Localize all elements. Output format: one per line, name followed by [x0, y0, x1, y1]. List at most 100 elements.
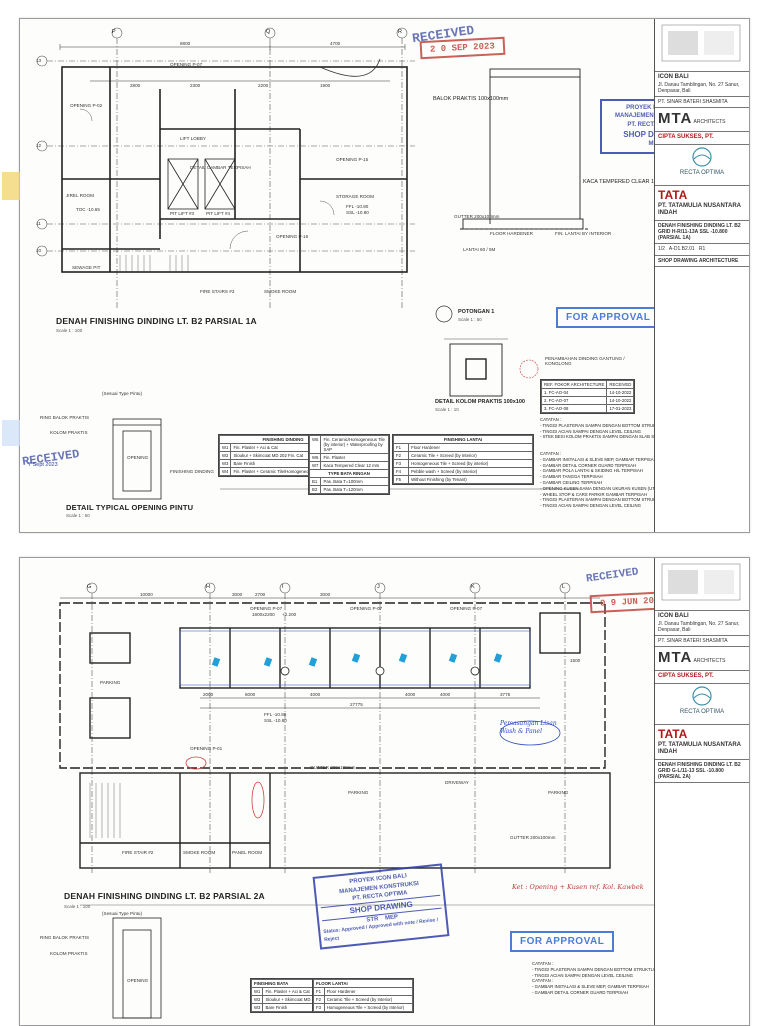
- mta-logo: MTA: [658, 649, 693, 667]
- structural-cell: CIPTA SUKSES, PT.: [655, 671, 749, 684]
- legend-code: F1: [392, 443, 410, 452]
- key-plan: [655, 19, 749, 72]
- stamp-str: STR: [366, 916, 379, 924]
- drawing-title: DENAH FINISHING DINDING LT. B2 PARSIAL 1…: [56, 316, 257, 326]
- project-address: Jl. Danau Tamblingan, No. 27 Sanur, Denp…: [658, 81, 740, 94]
- owner-cell: PT. SINAR BATERI SHASMITA: [655, 97, 749, 109]
- contractor-cell: TATA PT. TATAMULIA NUSANTARA INDAH: [655, 725, 749, 760]
- project-name: ICON BALI: [658, 613, 689, 619]
- dimension-label: 4000: [440, 692, 451, 697]
- dimension-label: 27775: [350, 702, 363, 707]
- room-label: FIRE STAIR #2: [122, 850, 154, 855]
- note-line: - GAMBAR DETAIL CORNER GUARD TERPISAH: [540, 462, 637, 468]
- project-name: ICON BALI: [658, 74, 689, 80]
- elevation-label: FFL -10.80: [346, 204, 369, 209]
- shop-drawing-stamp: PROYEK ICON BALI MANAJEMEN KONSTRUKSI PT…: [312, 863, 450, 950]
- dimension-label: 2800: [130, 83, 141, 88]
- legend-code: F4: [392, 467, 410, 476]
- section-note: GUTTER 200x100mm: [454, 214, 500, 219]
- opening-label: OPENING P-01: [190, 746, 223, 751]
- note-line: - GAMBAR INSTALASI & SLEVE MEP, GAMBAR T…: [540, 456, 657, 462]
- mta-sub: ARCHITECTS: [693, 119, 726, 126]
- contractor-cell: TATA PT. TATAMULIA NUSANTARA INDAH: [655, 186, 749, 221]
- grid-label-r: R: [398, 29, 402, 35]
- room-label: PARKING: [348, 790, 369, 795]
- elevation-label: TOC -10.65: [76, 207, 100, 212]
- section-note: KACA TEMPERED CLEAR 12mm: [583, 179, 667, 185]
- dimension-label: 2300: [190, 83, 201, 88]
- legend-code: F1: [313, 987, 325, 996]
- legend-code: W6: [308, 453, 322, 462]
- title-block: ICON BALI Jl. Danau Tamblingan, No. 27 S…: [654, 19, 749, 532]
- legend-code: F3: [313, 1003, 325, 1012]
- ref-cell: 3. FC-AO-08: [540, 404, 608, 413]
- opening-label: OPENING P-07: [350, 606, 383, 611]
- legend-desc: Pebble wash + Screed (by Interior): [408, 467, 533, 476]
- legend-desc: Kaca Tempered Clear 12 mm: [320, 461, 389, 470]
- grid-label-l: L: [562, 584, 566, 590]
- ref-cell: 17-01-2023: [606, 404, 635, 413]
- tata-logo: TATA: [658, 187, 688, 202]
- room-label: SEWAGE PIT: [72, 265, 101, 270]
- notes-block-b: CATATAN : - GAMBAR INSTALASI & SLEVE MEP…: [540, 451, 665, 509]
- grid-label-q: Q: [266, 29, 271, 35]
- column-detail-title: DETAIL KOLOM PRAKTIS 100x100: [435, 399, 525, 405]
- tata-logo: TATA: [658, 726, 688, 741]
- legend-code: F5: [392, 475, 410, 484]
- dimension-label: 1500: [570, 658, 581, 663]
- legend-desc: Fin. Ceramic/Homogeneous Tile (by interi…: [320, 435, 389, 454]
- note-line: CATATAN :: [532, 978, 554, 984]
- grid-label-i: I: [282, 584, 284, 590]
- note-line: - TINGGI ACIAN SAMPAI DENGAN LEVEL CEILI…: [540, 503, 641, 509]
- legend-code: W5: [308, 435, 322, 454]
- project-address: Jl. Danau Tamblingan, No. 27 Sanur, Denp…: [658, 620, 740, 633]
- opening-detail-label: RING BALOK PRAKTIS: [40, 935, 90, 940]
- note-line: - TINGGI ACIAN SAMPAI DENGAN LEVEL CEILI…: [540, 428, 641, 434]
- elevation-label: SSL -10.80: [264, 718, 287, 723]
- legend-header: FLOOR LANTAI: [313, 979, 413, 988]
- legend-code: B2: [308, 485, 322, 494]
- opening-dims: +2.200: [282, 612, 297, 617]
- room-label: PANEL ROOM: [232, 850, 263, 855]
- opening-detail-label: FINISHING DINDING: [170, 469, 214, 474]
- handwritten-red-note: Ket : Opening + Kusen ref. Kol. Kawbek: [512, 883, 644, 891]
- elevation-label: SSL -10.80: [346, 210, 369, 215]
- key-plan: [655, 558, 749, 611]
- note-line: - GAMBAR INSTALASI & SLEVE MEP, GAMBAR T…: [532, 984, 649, 990]
- note-line: - GAMBAR TANGGA TERPISAH: [540, 474, 603, 480]
- owner-cell: PT. SINAR BATERI SHASMITA: [655, 636, 749, 648]
- opening-label: OPENING P-16: [276, 234, 309, 239]
- mta-sub: ARCHITECTS: [693, 658, 726, 665]
- drawing-title-cell: DENAH FINISHING DINDING LT. B2 GRID H-R/…: [655, 221, 749, 245]
- opening-detail-label: KOLOM PRAKTIS: [50, 951, 88, 956]
- gutter-label: GUTTER 200x100mm: [310, 765, 356, 770]
- dimension-label: 4700: [330, 41, 341, 46]
- grid-label-10: 10: [36, 248, 42, 253]
- note-line: - OPENING KUSEN SAMA DENGAN UKURAN KUSEN…: [540, 485, 657, 491]
- drawing-title-cell: DENAH FINISHING DINDING LT. B2 GRID G-L/…: [655, 760, 749, 784]
- section-note: FIN. LANTAI BY INTERIOR: [555, 231, 612, 236]
- note-line: - TINGGI ACIAN SAMPAI DENGAN LEVEL CEILI…: [532, 972, 633, 978]
- note-line: - TINGGI PLASTERAN SAMPAI DENGAN BOTTOM …: [540, 422, 665, 428]
- recta-logo-icon: [692, 146, 712, 167]
- mta-logo: MTA: [658, 110, 693, 128]
- note-line: - STEK BESI KOLOM PRAKTIS SAMPAI DENGAN …: [540, 434, 675, 440]
- grid-label-12: 12: [36, 143, 42, 148]
- note-line: CATATAN :: [540, 451, 562, 456]
- room-label: PIT LIFT #3: [170, 211, 195, 216]
- key-plan-icon: [661, 24, 741, 62]
- opening-detail-label: RING BALOK PRAKTIS: [40, 415, 90, 420]
- dimension-label: 3000: [320, 592, 331, 597]
- legend-code: W7: [308, 461, 322, 470]
- status-revise: Revise: [418, 917, 436, 926]
- legend-header: FINISHING LANTAI: [393, 435, 533, 444]
- dimension-label: 1900: [320, 83, 331, 88]
- note-line: - GAMBAR DETAIL CORNER GUARD TERPISAH: [532, 989, 629, 995]
- legend-desc: Floor Hardener: [408, 443, 533, 452]
- drawing-title: DENAH FINISHING DINDING LT. B2 PARSIAL 2…: [64, 891, 265, 901]
- grid-label-g: G: [87, 584, 92, 590]
- grid-label-11: 11: [36, 221, 41, 226]
- stage-cell: SHOP DRAWING ARCHITECTURE: [655, 256, 749, 267]
